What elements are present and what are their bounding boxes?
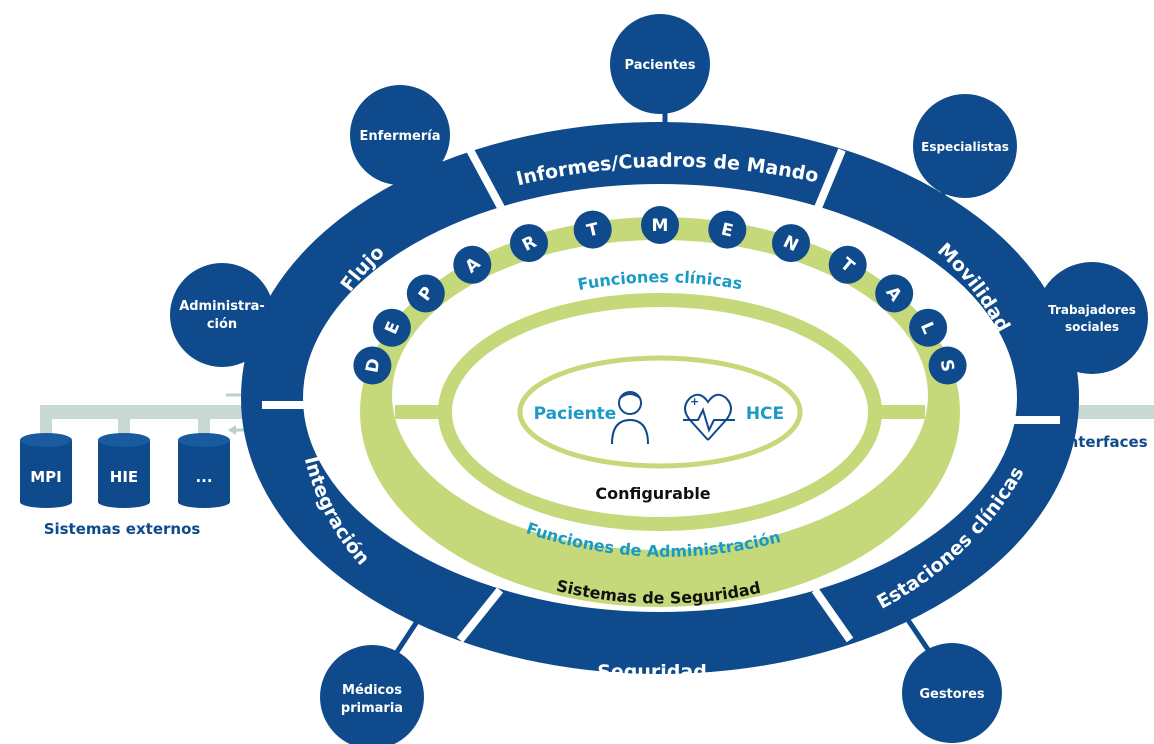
svg-text:ción: ción bbox=[207, 317, 237, 332]
departmentals-letter: T bbox=[828, 245, 867, 284]
database-icon: HIE bbox=[98, 433, 150, 508]
departmentals-letter-text: E bbox=[719, 220, 735, 242]
segment-seguridad: Seguridad bbox=[597, 661, 707, 683]
configurable-label: Configurable bbox=[595, 484, 710, 503]
svg-text:Gestores: Gestores bbox=[919, 687, 985, 702]
departmentals-letter: P bbox=[406, 274, 445, 313]
svg-text:Administra-: Administra- bbox=[179, 299, 265, 314]
satellite-gestores: Gestores bbox=[902, 643, 1002, 743]
satellite-trabajadores-sociales: Trabajadores sociales bbox=[1036, 262, 1148, 374]
svg-text:HIE: HIE bbox=[110, 468, 138, 486]
interfaces-label: Interfaces bbox=[1062, 433, 1148, 451]
departmentals-letter: A bbox=[875, 274, 914, 313]
paciente-label: Paciente bbox=[534, 404, 617, 424]
svg-text:sociales: sociales bbox=[1065, 320, 1119, 334]
departmentals-letter-text: D bbox=[362, 357, 384, 374]
satellite-administracion: Administra- ción bbox=[170, 263, 274, 367]
database-icon: ... bbox=[178, 433, 230, 508]
svg-text:Especialistas: Especialistas bbox=[921, 140, 1009, 154]
svg-text:Trabajadores: Trabajadores bbox=[1048, 303, 1136, 317]
departmentals-letter: E bbox=[708, 210, 747, 249]
satellite-especialistas: Especialistas bbox=[913, 94, 1017, 198]
satellite-enfermeria: Enfermería bbox=[350, 85, 450, 185]
svg-text:primaria: primaria bbox=[341, 701, 403, 716]
departmentals-letter: M bbox=[641, 206, 679, 244]
heart-pulse-icon: + bbox=[683, 393, 735, 441]
hce-label: HCE bbox=[746, 404, 784, 424]
svg-text:Enfermería: Enfermería bbox=[359, 129, 440, 144]
svg-text:Médicos: Médicos bbox=[342, 683, 402, 698]
departmentals-letter: T bbox=[573, 210, 612, 249]
departmentals-letter: L bbox=[909, 308, 948, 347]
svg-text:+: + bbox=[690, 395, 699, 408]
departmentals-letter: A bbox=[453, 245, 492, 284]
svg-text:MPI: MPI bbox=[30, 468, 62, 486]
departmentals-letter-text: S bbox=[936, 358, 958, 374]
svg-text:Pacientes: Pacientes bbox=[625, 58, 696, 73]
satellite-pacientes: Pacientes bbox=[610, 14, 710, 114]
departmentals-letter: D bbox=[353, 346, 392, 385]
departmentals-letter-text: M bbox=[652, 216, 669, 236]
svg-text:...: ... bbox=[195, 468, 212, 486]
green-ring bbox=[360, 217, 960, 607]
departmentals-letter: S bbox=[928, 346, 967, 385]
departmentals-letter: N bbox=[772, 224, 810, 263]
departmentals-letter: E bbox=[372, 308, 411, 347]
departmentals-letter: R bbox=[510, 224, 548, 263]
satellite-medicos-primaria: Médicos primaria bbox=[320, 645, 424, 744]
departmentals-letter-text: T bbox=[585, 219, 601, 241]
sistemas-externos-label: Sistemas externos bbox=[44, 520, 201, 538]
database-icon: MPI bbox=[20, 433, 72, 508]
person-icon bbox=[611, 391, 649, 445]
